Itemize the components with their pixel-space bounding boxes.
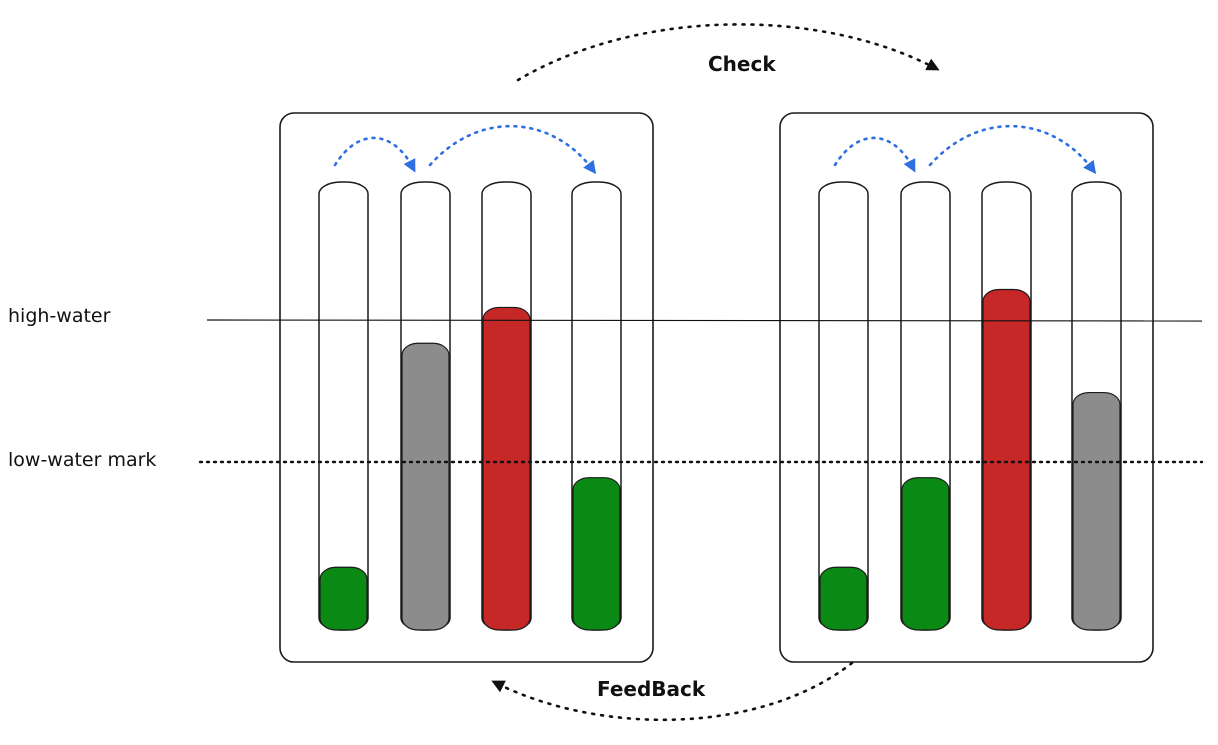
- tube-fill-green: [319, 566, 368, 631]
- panel-after: [779, 112, 1154, 663]
- high-water-line: [206, 319, 1203, 322]
- tube: [318, 181, 369, 631]
- tube-fill-green: [819, 566, 868, 631]
- tube-fill-green: [572, 477, 621, 631]
- panel-before: [279, 112, 654, 663]
- check-label: Check: [708, 52, 776, 76]
- tube-fill-red: [982, 288, 1031, 631]
- check-arrow-icon: [516, 23, 940, 82]
- feedback-arrow-icon: [491, 661, 854, 722]
- dotted-arc-arrow-icon: [833, 136, 916, 173]
- tube-fill-gray: [1072, 391, 1121, 631]
- dotted-arc-arrow-icon: [928, 124, 1097, 175]
- panel-frame: [279, 112, 654, 663]
- high-water-label: high-water: [8, 305, 111, 327]
- feedback-label: FeedBack: [597, 677, 706, 701]
- dotted-arc-arrow-icon: [428, 124, 597, 175]
- dotted-arc-arrow-icon: [333, 136, 416, 173]
- tube: [818, 181, 869, 631]
- tube-fill-green: [901, 477, 950, 631]
- tube-fill-red: [482, 306, 531, 631]
- panel-frame: [779, 112, 1154, 663]
- low-water-label: low-water mark: [8, 449, 156, 471]
- panels-layer: [279, 112, 1154, 663]
- tube-fill-gray: [401, 342, 450, 631]
